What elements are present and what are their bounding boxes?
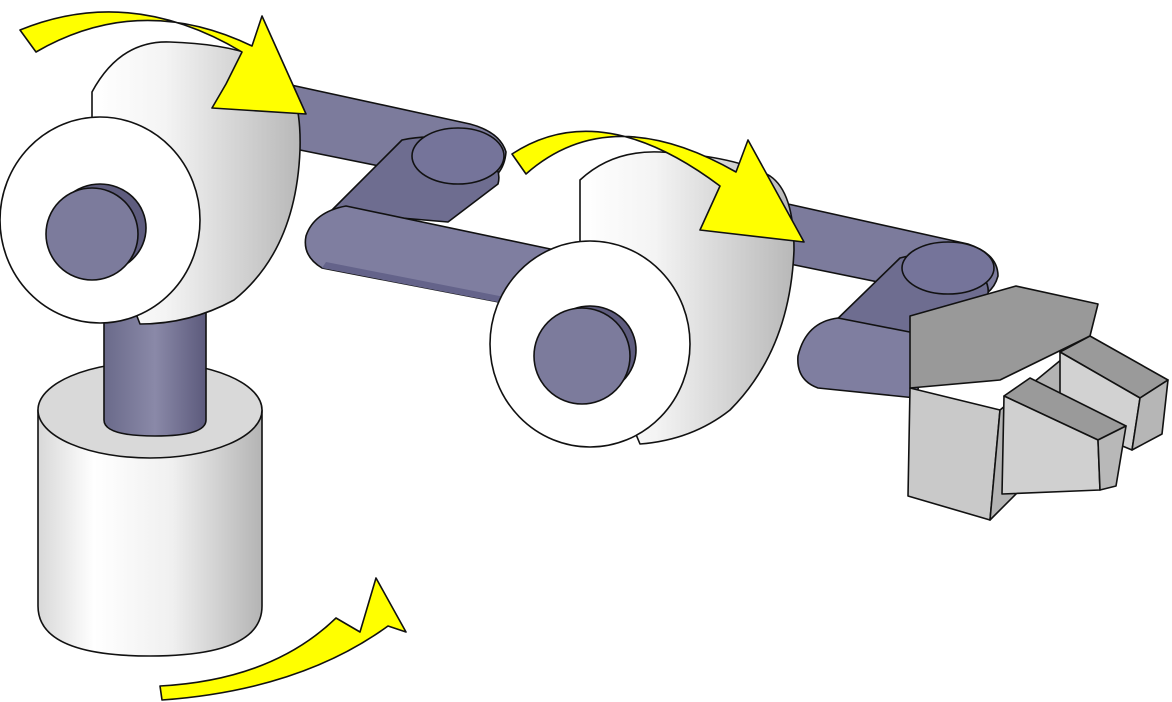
shoulder-hub (45, 187, 139, 281)
gripper-body-front (907, 387, 1001, 521)
gripper-assembly (907, 285, 1169, 521)
post-side (103, 284, 207, 437)
elbow-hub (533, 307, 631, 405)
shoulder-rotation-arrow (19, 11, 307, 115)
elbow-rotation-arrow (511, 130, 805, 243)
gripper-finger-lower-side (1097, 425, 1127, 491)
upper-arm-front-rod (304, 205, 556, 309)
forearm-bend-cap (901, 241, 995, 295)
forearm-front-rod (797, 317, 931, 399)
shoulder-joint-housing (0, 41, 301, 325)
upper-arm-bend-cap (411, 127, 505, 185)
forearm-link (769, 199, 999, 399)
base-side (37, 409, 263, 657)
upper-arm-front-rod-shade (322, 262, 530, 308)
upper-arm-link (267, 79, 556, 309)
gripper-finger-upper-side (1131, 379, 1169, 451)
base-rotation-arrow (159, 577, 407, 701)
vertical-post (103, 284, 207, 437)
